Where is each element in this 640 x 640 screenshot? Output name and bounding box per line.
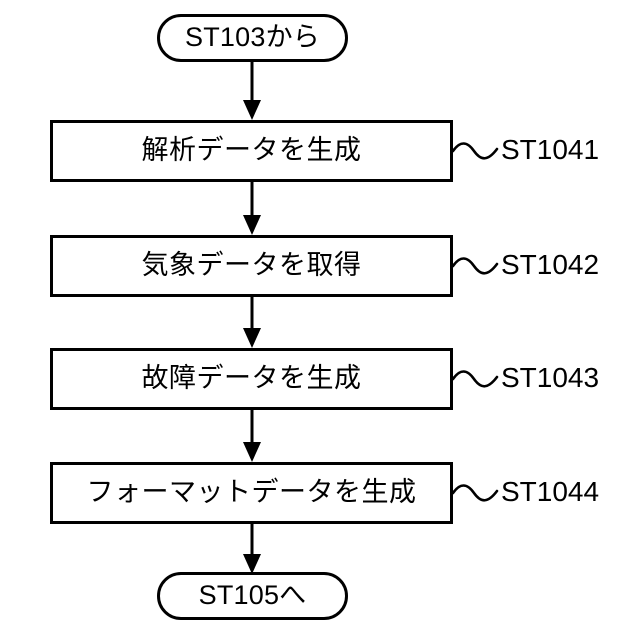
reference-label-step-1-text: ST1041 bbox=[501, 134, 600, 165]
process-step-4-label: フォーマットデータを生成 bbox=[86, 476, 417, 507]
reference-label-step-4-text: ST1044 bbox=[501, 476, 600, 507]
arrow-step-3-to-step-4 bbox=[243, 410, 261, 462]
reference-label-step-3: ST1043 bbox=[453, 364, 599, 394]
process-step-2: 気象データを取得 bbox=[50, 235, 453, 297]
process-step-3-label: 故障データを生成 bbox=[141, 362, 362, 393]
squiggle-leader-icon bbox=[453, 142, 499, 160]
process-step-2-label: 気象データを取得 bbox=[141, 249, 362, 280]
squiggle-leader-icon bbox=[453, 370, 499, 388]
terminator-start: ST103から bbox=[157, 14, 348, 62]
arrow-step-4-to-end bbox=[243, 524, 261, 574]
reference-label-step-4: ST1044 bbox=[453, 478, 599, 508]
process-step-1: 解析データを生成 bbox=[50, 120, 453, 182]
arrow-step-2-to-step-3 bbox=[243, 297, 261, 348]
process-step-3: 故障データを生成 bbox=[50, 348, 453, 410]
terminator-start-label: ST103から bbox=[185, 21, 320, 52]
reference-label-step-2: ST1042 bbox=[453, 251, 599, 281]
process-step-4: フォーマットデータを生成 bbox=[50, 462, 453, 524]
terminator-end-label: ST105へ bbox=[198, 579, 307, 610]
reference-label-step-2-text: ST1042 bbox=[501, 249, 600, 280]
arrow-step-1-to-step-2 bbox=[243, 182, 261, 235]
arrow-start-to-step-1 bbox=[243, 62, 261, 120]
squiggle-leader-icon bbox=[453, 257, 499, 275]
reference-label-step-3-text: ST1043 bbox=[501, 362, 600, 393]
terminator-end: ST105へ bbox=[157, 572, 348, 620]
process-step-1-label: 解析データを生成 bbox=[141, 134, 362, 165]
reference-label-step-1: ST1041 bbox=[453, 136, 599, 166]
squiggle-leader-icon bbox=[453, 484, 499, 502]
